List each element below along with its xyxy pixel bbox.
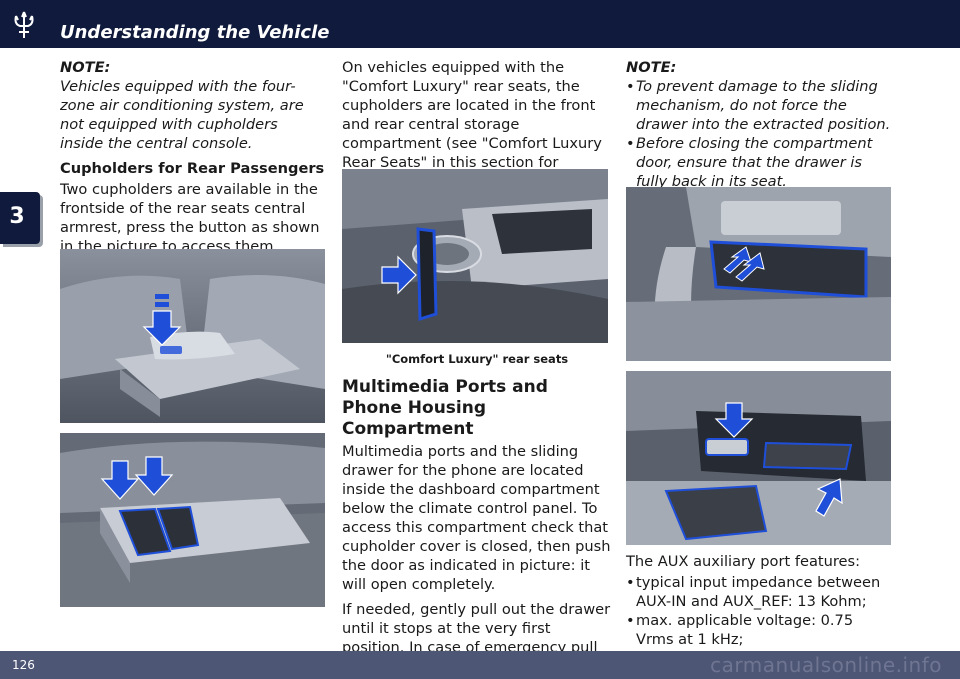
page-header: Understanding the Vehicle (0, 0, 960, 48)
note-label: NOTE: (60, 59, 111, 76)
aux-item-1: •typical input impedance between AUX-IN … (626, 574, 881, 610)
multimedia-para-1: Multimedia ports and the sliding drawer … (342, 443, 611, 593)
chapter-number: 3 (9, 204, 25, 229)
cupholders-body: Two cupholders are available in the fron… (60, 181, 320, 255)
page-title: Understanding the Vehicle (60, 22, 330, 43)
aux-intro: The AUX auxiliary port features: (626, 553, 861, 570)
note-label-right: NOTE: (626, 59, 677, 76)
page-number: 126 (12, 658, 35, 672)
chapter-tab[interactable]: 3 (0, 192, 40, 244)
column-right: NOTE: •To prevent damage to the sliding … (626, 58, 894, 191)
comfort-luxury-photo (342, 169, 608, 343)
note-bullet-1: •To prevent damage to the sliding mechan… (626, 78, 891, 133)
note-text: Vehicles equipped with the four-zone air… (60, 78, 304, 152)
armrest-closed-photo (60, 249, 325, 423)
watermark: carmanualsonline.info (710, 653, 942, 677)
column-middle-lower: "Comfort Luxury" rear seats Multimedia P… (342, 346, 612, 679)
cupholders-subhead: Cupholders for Rear Passengers (60, 160, 325, 177)
drawer-open-photo (626, 371, 891, 545)
aux-item-2: •max. applicable voltage: 0.75 Vrms at 1… (626, 612, 854, 648)
aux-section: The AUX auxiliary port features: •typica… (626, 552, 894, 649)
page-footer: 126 carmanualsonline.info (0, 651, 960, 679)
compartment-door-photo (626, 187, 891, 361)
trident-icon (14, 11, 34, 38)
comfort-luxury-caption: "Comfort Luxury" rear seats (385, 352, 569, 366)
column-left: NOTE: Vehicles equipped with the four-zo… (60, 58, 325, 262)
multimedia-section-title: Multimedia Ports and Phone Housing Compa… (342, 377, 548, 439)
armrest-open-photo (60, 433, 325, 607)
note-bullet-2: •Before closing the compartment door, en… (626, 135, 873, 190)
